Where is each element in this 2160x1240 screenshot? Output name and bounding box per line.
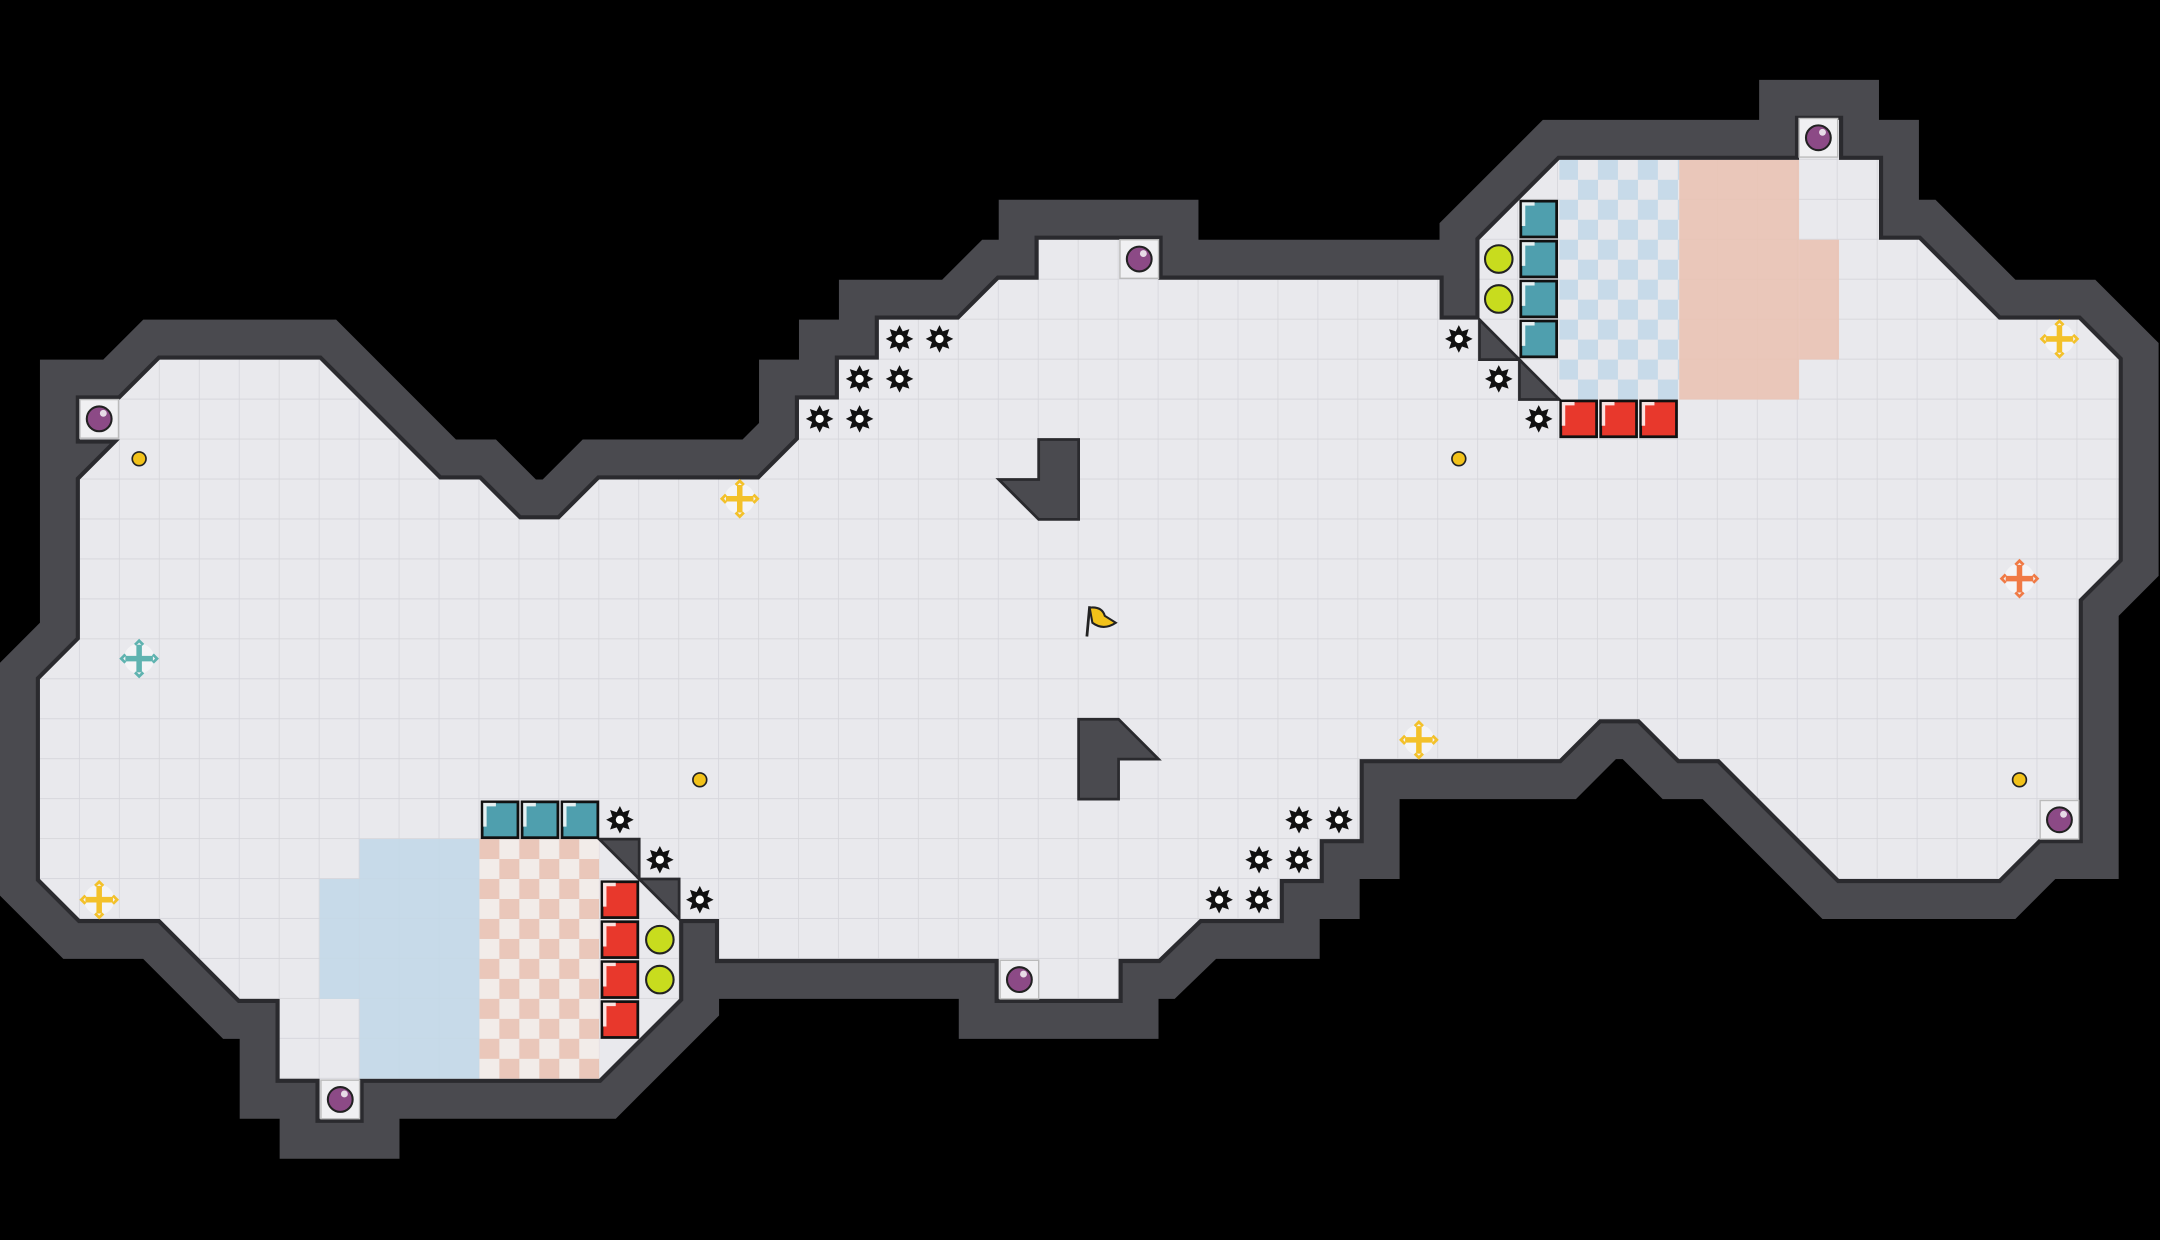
coin-icon[interactable] <box>692 772 708 788</box>
plus-marker-icon[interactable] <box>119 638 159 679</box>
inner-wall-block <box>1478 316 1523 361</box>
bomb-icon[interactable] <box>320 1079 361 1120</box>
lime-orb-icon[interactable] <box>1483 244 1514 274</box>
teal-block-icon[interactable] <box>1519 279 1559 319</box>
red-block-icon[interactable] <box>600 920 640 959</box>
red-block-icon[interactable] <box>1559 399 1598 439</box>
red-block-icon[interactable] <box>1639 399 1678 439</box>
bomb-icon[interactable] <box>1798 117 1839 158</box>
color-zones <box>319 159 1840 1079</box>
plus-marker-icon[interactable] <box>2039 319 2080 359</box>
inner-wall-block <box>595 837 641 883</box>
red-block-icon[interactable] <box>600 960 640 999</box>
coin-icon[interactable] <box>131 451 147 467</box>
blue-checker-zone <box>1559 159 1680 400</box>
bomb-icon[interactable] <box>1119 239 1160 279</box>
flag-icon[interactable] <box>1085 606 1118 637</box>
spike-icon <box>606 806 634 834</box>
teal-block-icon[interactable] <box>560 800 600 840</box>
coin-icon[interactable] <box>2011 772 2028 788</box>
spike-icon <box>1445 325 1473 353</box>
blue-zone <box>359 839 480 1079</box>
bomb-icon[interactable] <box>79 398 120 439</box>
salmon-zone <box>1799 239 1840 360</box>
teal-block-icon[interactable] <box>1519 199 1559 239</box>
lime-orb-icon[interactable] <box>645 964 675 995</box>
spike-icon <box>1205 885 1233 914</box>
plus-marker-icon[interactable] <box>1999 558 2040 599</box>
spike-icon <box>885 365 914 393</box>
spike-icon <box>1524 405 1553 433</box>
spike-icon <box>805 405 834 433</box>
teal-block-icon[interactable] <box>520 800 560 840</box>
bomb-icon[interactable] <box>999 959 1040 1000</box>
spike-icon <box>1285 845 1313 874</box>
spike-icon <box>1285 806 1313 834</box>
teal-block-icon[interactable] <box>480 800 520 840</box>
bomb-icon[interactable] <box>2039 799 2080 840</box>
spike-icon <box>845 365 874 393</box>
inner-walls <box>595 316 1563 923</box>
blue-zone <box>319 879 360 999</box>
inner-wall-block <box>1077 717 1162 801</box>
spike-icon <box>1325 806 1353 834</box>
plus-marker-icon[interactable] <box>719 478 760 519</box>
spike-icon <box>885 325 914 353</box>
red-block-icon[interactable] <box>600 1000 640 1039</box>
spike-icon <box>1245 845 1273 874</box>
plus-marker-icon[interactable] <box>1399 720 1439 760</box>
salmon-checker-zone <box>479 839 600 1079</box>
lime-orb-icon[interactable] <box>1483 284 1514 314</box>
inner-wall-block <box>1518 356 1563 401</box>
lime-orb-icon[interactable] <box>645 924 675 955</box>
red-block-icon[interactable] <box>1599 399 1638 439</box>
entities <box>79 117 2080 1120</box>
inner-wall-block <box>995 438 1080 521</box>
inner-wall-block <box>635 877 681 923</box>
spike-icon <box>1485 365 1513 393</box>
salmon-zone <box>1679 159 1800 400</box>
spike-icon <box>925 325 954 353</box>
spike-icon <box>1245 885 1273 914</box>
teal-block-icon[interactable] <box>1519 319 1559 359</box>
spike-icon <box>686 885 714 914</box>
red-block-icon[interactable] <box>600 880 640 919</box>
teal-block-icon[interactable] <box>1519 239 1559 279</box>
coin-icon[interactable] <box>1451 451 1467 467</box>
spike-icon <box>845 405 874 433</box>
plus-marker-icon[interactable] <box>79 879 120 920</box>
spike-icon <box>646 845 674 874</box>
